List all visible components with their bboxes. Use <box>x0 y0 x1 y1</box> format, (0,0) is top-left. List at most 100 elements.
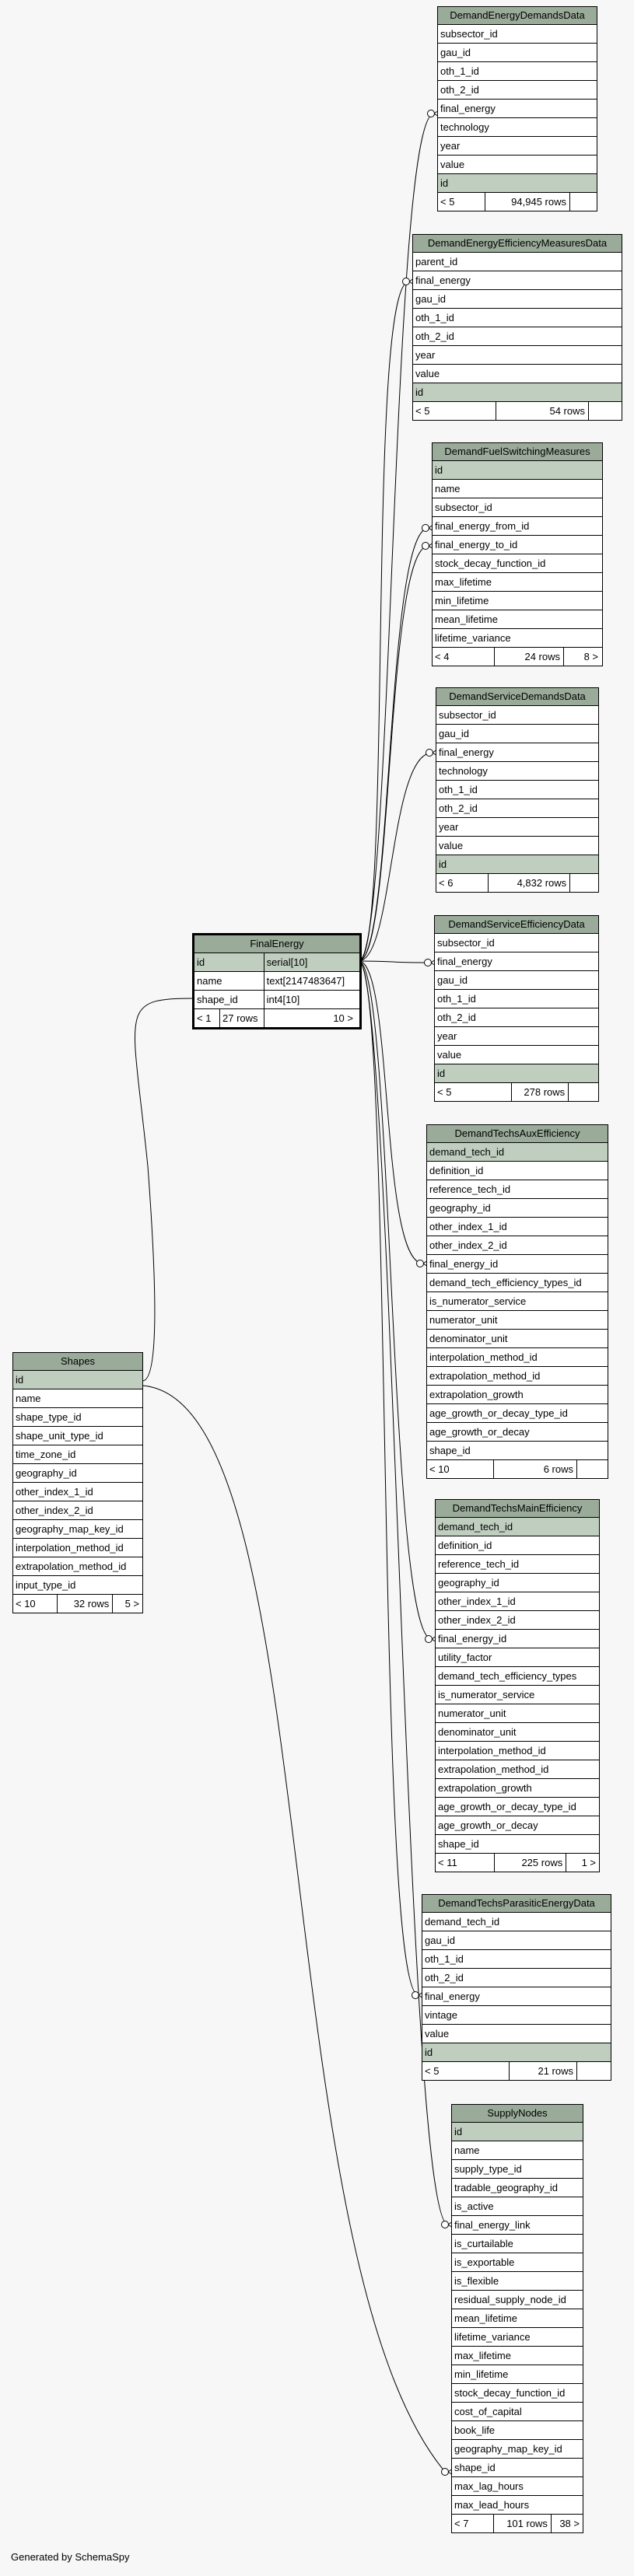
table-demand-service-demands-data[interactable]: DemandServiceDemandsData subsector_id ga… <box>436 687 599 893</box>
footer-rows: 24 rows <box>494 648 563 666</box>
column-row: geography_map_key_id <box>13 1520 142 1539</box>
column-row: min_lifetime <box>452 2365 583 2384</box>
table-supply-nodes[interactable]: SupplyNodes id name supply_type_id trada… <box>451 2104 583 2533</box>
link-final-energy-shapes <box>135 998 193 1382</box>
column-row: other_index_2_id <box>436 1611 599 1630</box>
column-row: value <box>435 1046 598 1064</box>
column-row: lifetime_variance <box>452 2328 583 2347</box>
table-footer: < 5 54 rows <box>413 402 622 420</box>
footer-children: 5 > <box>112 1595 142 1613</box>
column-row: shape_unit_type_id <box>13 1427 142 1445</box>
table-demand-techs-parasitic-energy-data[interactable]: DemandTechsParasiticEnergyData demand_te… <box>422 1894 611 2081</box>
column-row: technology <box>436 762 598 781</box>
table-demand-techs-main-efficiency[interactable]: DemandTechsMainEfficiency demand_tech_id… <box>435 1499 600 1872</box>
table-title: DemandFuelSwitchingMeasures <box>433 443 602 461</box>
column-row: is_numerator_service <box>436 1686 599 1704</box>
column-row: year <box>436 818 598 837</box>
column-row: age_growth_or_decay <box>427 1423 608 1442</box>
column-row: extrapolation_method_id <box>13 1557 142 1576</box>
column-row: stock_decay_function_id <box>433 554 602 573</box>
column-row: stock_decay_function_id <box>452 2384 583 2403</box>
column-row: shape_type_id <box>13 1408 142 1427</box>
link-demand-techs-parasitic-energy-data <box>358 960 419 1996</box>
column-row: year <box>438 137 597 156</box>
link-demand-techs-main-efficiency-end <box>425 1635 433 1643</box>
table-shapes[interactable]: Shapes id name shape_type_id shape_unit_… <box>12 1352 143 1613</box>
table-title: SupplyNodes <box>452 2105 583 2123</box>
column-row: oth_1_id <box>436 781 598 799</box>
link-fuel-switching-from-end <box>422 524 429 532</box>
footer-parents: < 5 <box>440 196 455 208</box>
footer-parents: < 5 <box>437 1086 452 1098</box>
primary-key-row: demand_tech_id <box>436 1518 599 1536</box>
footer-parents: < 5 <box>415 405 430 417</box>
column-row: year <box>435 1027 598 1046</box>
column-row: final_energy_link <box>452 2216 583 2235</box>
column-row: name <box>13 1389 142 1408</box>
table-demand-energy-efficiency-measures-data[interactable]: DemandEnergyEfficiencyMeasuresData paren… <box>412 234 622 421</box>
table-footer: < 11 225 rows 1 > <box>436 1854 599 1872</box>
column-row: age_growth_or_decay_type_id <box>427 1404 608 1423</box>
column-row: max_lag_hours <box>452 2477 583 2496</box>
primary-key-row: id <box>452 2123 583 2141</box>
column-row: geography_id <box>427 1199 608 1218</box>
table-demand-energy-demands-data[interactable]: DemandEnergyDemandsData subsector_id gau… <box>437 6 597 211</box>
column-row: gau_id <box>435 971 598 990</box>
link-demand-energy-efficiency-measures-data <box>358 281 410 962</box>
primary-key-row: demand_tech_id <box>427 1143 608 1162</box>
table-footer: < 5 94,945 rows <box>438 193 597 211</box>
column-type: text[2147483647] <box>263 972 359 990</box>
column-row: shape_id <box>427 1442 608 1460</box>
column-row: name <box>452 2141 583 2160</box>
column-row: name <box>433 480 602 498</box>
column-row: final_energy <box>413 271 622 290</box>
column-name: shape_id <box>197 994 238 1005</box>
footer-children: 8 > <box>563 648 601 666</box>
column-row: age_growth_or_decay_type_id <box>436 1798 599 1816</box>
table-demand-service-efficiency-data[interactable]: DemandServiceEfficiencyData subsector_id… <box>434 915 599 1102</box>
table-final-energy[interactable]: FinalEnergy id serial[10] name text[2147… <box>192 933 362 1029</box>
column-row: vintage <box>422 2006 611 2025</box>
table-footer: < 5 278 rows <box>435 1083 598 1101</box>
table-title: Shapes <box>13 1353 142 1371</box>
column-row: definition_id <box>436 1536 599 1555</box>
column-row: demand_tech_efficiency_types_id <box>427 1274 608 1292</box>
footer-rows: 54 rows <box>496 402 588 420</box>
table-footer: < 10 6 rows <box>427 1460 608 1478</box>
link-supply-nodes-final-energy-end <box>441 2221 449 2228</box>
column-row: extrapolation_method_id <box>427 1367 608 1386</box>
footer-parents: < 6 <box>439 877 454 889</box>
column-name: id <box>197 956 205 968</box>
column-row: other_index_1_id <box>13 1483 142 1501</box>
link-fuel-switching-to-end <box>422 542 429 550</box>
column-row: numerator_unit <box>436 1704 599 1723</box>
column-row: subsector_id <box>435 934 598 952</box>
link-demand-service-efficiency-data <box>358 960 432 963</box>
column-row: is_flexible <box>452 2272 583 2291</box>
column-row: mean_lifetime <box>433 610 602 629</box>
table-footer: < 4 24 rows 8 > <box>433 648 602 666</box>
footer-children <box>588 402 620 420</box>
column-row: is_exportable <box>452 2253 583 2272</box>
link-demand-techs-main-efficiency <box>358 960 433 1640</box>
link-demand-techs-aux-efficiency <box>358 960 424 1264</box>
column-row: gau_id <box>436 725 598 743</box>
link-demand-energy-demands-data-end <box>427 110 435 117</box>
footer-children: 10 > <box>264 1009 356 1027</box>
table-title: DemandTechsMainEfficiency <box>436 1500 599 1518</box>
column-row: final_energy_from_id <box>433 517 602 536</box>
footer-rows: 4,832 rows <box>487 874 569 892</box>
footer-parents: < 7 <box>454 2518 469 2529</box>
primary-key-row: id <box>433 461 602 480</box>
column-row: year <box>413 346 622 365</box>
column-row: interpolation_method_id <box>427 1348 608 1367</box>
column-row: final_energy <box>436 743 598 762</box>
table-demand-techs-aux-efficiency[interactable]: DemandTechsAuxEfficiency demand_tech_id … <box>426 1124 608 1479</box>
link-demand-service-demands-data <box>358 752 433 962</box>
column-row: oth_2_id <box>438 81 597 100</box>
column-row: is_curtailable <box>452 2235 583 2253</box>
table-demand-fuel-switching-measures[interactable]: DemandFuelSwitchingMeasures id name subs… <box>432 442 603 666</box>
footer-children <box>576 1460 608 1478</box>
table-footer: < 10 32 rows 5 > <box>13 1595 142 1613</box>
column-row: max_lifetime <box>452 2347 583 2365</box>
